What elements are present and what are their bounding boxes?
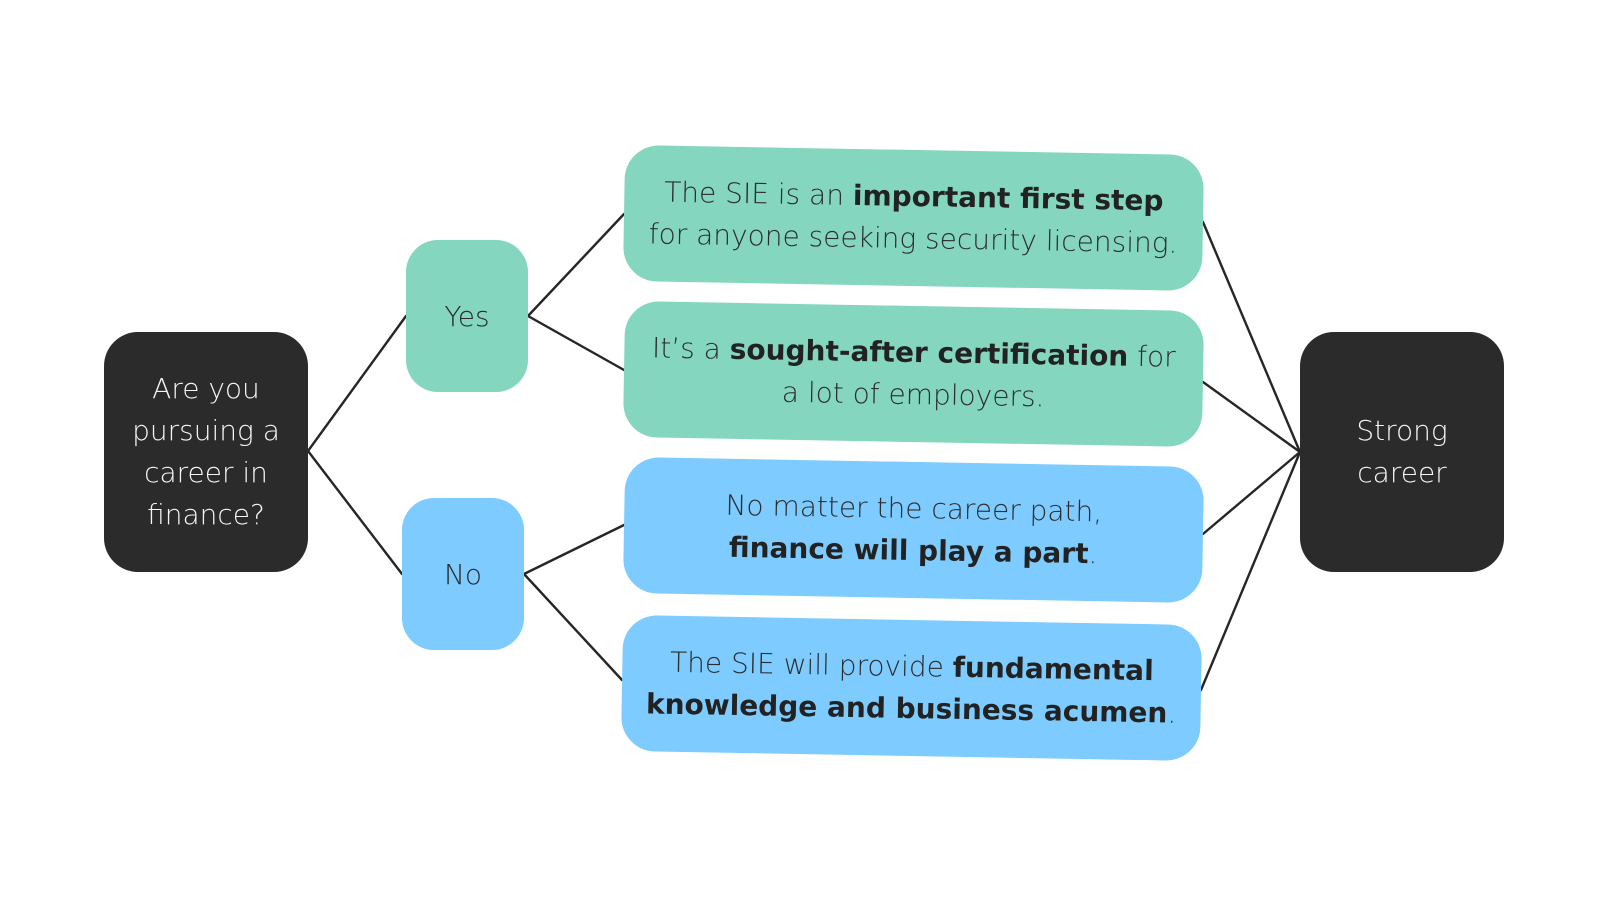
reason-text-bold: sought-after certification [729, 332, 1129, 373]
yes-node: Yes [406, 240, 528, 392]
question-line: pursuing a [132, 414, 280, 447]
no-node: No [402, 498, 524, 650]
connector-reason-3-to-outcome [1201, 450, 1302, 536]
connector-no-to-reason-4 [522, 572, 624, 682]
no-reason-box-2: The SIE will provide fundamental knowled… [620, 614, 1203, 762]
reason-text-bold: finance will play a part [728, 530, 1089, 571]
reason-text-before: The SIE is an [663, 175, 854, 212]
question-line: Are you [152, 372, 260, 405]
connector-reason-2-to-outcome [1201, 380, 1302, 454]
question-line: finance? [147, 498, 265, 531]
yes-label: Yes [444, 299, 490, 333]
connector-no-to-reason-3 [522, 523, 626, 576]
outcome-line: career [1357, 456, 1447, 489]
outcome-text: Strong career [1356, 410, 1447, 494]
yes-reason-box-2: It’s a sought-after certification for a … [622, 300, 1205, 448]
yes-reason-box-1: The SIE is an important first step for a… [622, 144, 1205, 292]
connector-yes-to-reason-2 [526, 314, 626, 372]
connector-question-to-yes [306, 314, 408, 453]
outcome-line: Strong [1356, 414, 1448, 447]
no-label: No [443, 557, 483, 591]
question-text: Are you pursuing a career in finance? [132, 368, 280, 536]
yes-reason-text-2: It’s a sought-after certification for a … [641, 327, 1185, 420]
reason-text-before: The SIE will provide [669, 645, 954, 684]
reason-text-before: No matter the career path, [725, 488, 1103, 529]
no-reason-text-2: The SIE will provide fundamental knowled… [639, 641, 1183, 734]
reason-text-bold: important first step [852, 178, 1164, 218]
connector-question-to-no [306, 449, 404, 576]
reason-text-after: . [1088, 537, 1098, 571]
outcome-node: Strong career [1300, 332, 1504, 572]
connector-reason-4-to-outcome [1199, 450, 1302, 692]
question-line: career in [144, 456, 268, 489]
reason-text-before: It’s a [651, 331, 731, 366]
no-reason-box-1: No matter the career path, finance will … [622, 456, 1205, 604]
no-reason-text-1: No matter the career path, finance will … [641, 483, 1185, 576]
connector-yes-to-reason-1 [526, 212, 626, 318]
question-node: Are you pursuing a career in finance? [104, 332, 308, 572]
reason-text-after: . [1167, 696, 1177, 730]
connector-reason-1-to-outcome [1201, 220, 1302, 454]
yes-reason-text-1: The SIE is an important first step for a… [641, 171, 1185, 264]
reason-text-after: for anyone seeking security licensing. [648, 217, 1178, 260]
